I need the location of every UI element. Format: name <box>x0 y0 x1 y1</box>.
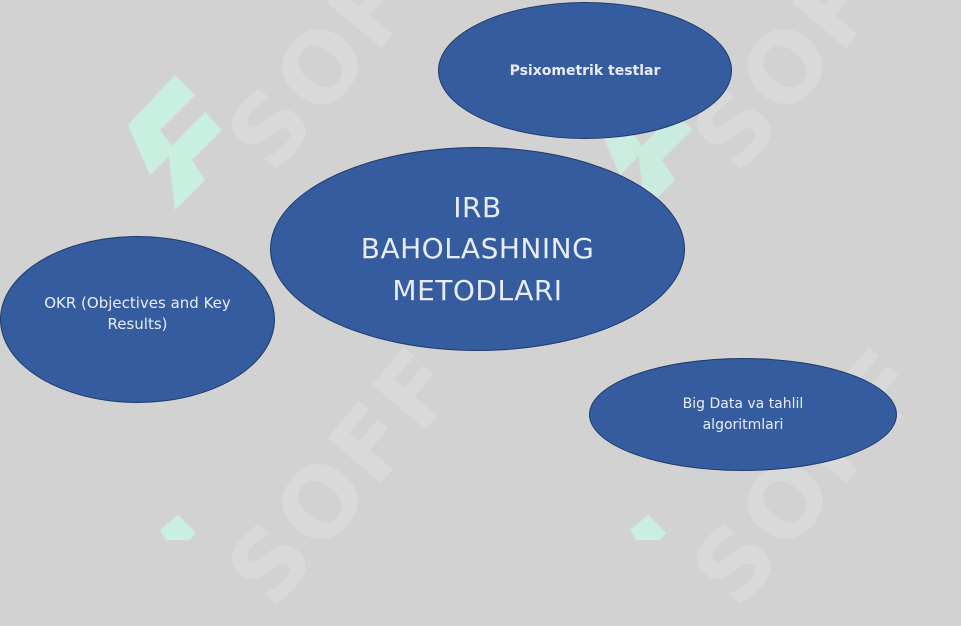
node-label: OKR (Objectives and Key Results) <box>44 293 231 333</box>
watermark-logo-icon <box>630 515 666 540</box>
central-topic-node: IRB BAHOLASHNING METODLARI <box>270 147 685 351</box>
watermark-text: SOFF <box>205 325 483 626</box>
method-node-psychometric: Psixometrik testlar <box>438 2 732 139</box>
node-label: Psixometrik testlar <box>509 63 661 79</box>
central-topic-label: IRB BAHOLASHNING METODLARI <box>360 190 595 307</box>
method-node-okr: OKR (Objectives and Key Results) <box>0 236 275 403</box>
node-label: Big Data va tahlil algoritmlari <box>682 395 804 433</box>
watermark-logo-icon <box>128 75 222 210</box>
method-node-big-data: Big Data va tahlil algoritmlari <box>589 358 897 471</box>
watermark-logo-icon <box>160 515 196 540</box>
